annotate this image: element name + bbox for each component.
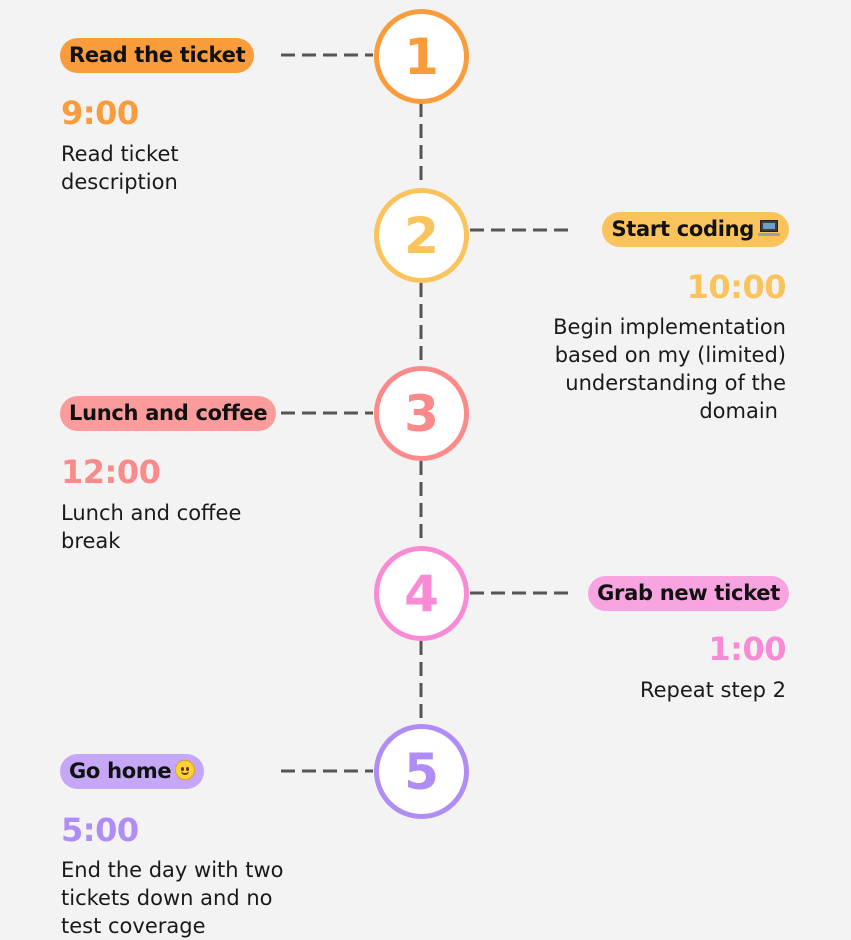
step-2-description-line: domain <box>699 399 778 423</box>
step-4-circle: 4 <box>374 546 469 641</box>
step-1-description-line: description <box>61 170 178 194</box>
step-5-title-pill: Go home <box>60 754 205 789</box>
step-2-description-line: understanding of the <box>565 371 786 395</box>
step-4-title: Grab new ticket <box>597 581 780 605</box>
smiley-icon <box>175 760 196 780</box>
step-3-title-pill: Lunch and coffee <box>60 396 277 431</box>
step-2-description-line: Begin implementation <box>553 315 786 339</box>
step-5-description: End the day with two tickets down and no… <box>61 856 284 940</box>
step-5-description-line: End the day with two <box>61 858 284 882</box>
step-4-time: 1:00 <box>708 630 786 668</box>
step-5-title: Go home <box>69 759 172 783</box>
step-4-description-line: Repeat step 2 <box>639 678 786 702</box>
step-5-time: 5:00 <box>61 811 139 849</box>
step-1-description: Read ticket description <box>61 140 179 196</box>
step-3-number: 3 <box>404 384 439 443</box>
step-5-number: 5 <box>404 742 439 801</box>
step-1-number: 1 <box>404 27 439 86</box>
step-2-number: 2 <box>404 206 439 265</box>
step-1-title-pill: Read the ticket <box>60 38 255 73</box>
step-3-description-line: Lunch and coffee <box>61 501 242 525</box>
laptop-icon <box>758 220 780 236</box>
step-4-number: 4 <box>404 564 439 623</box>
step-2-description: Begin implementation based on my (limite… <box>553 313 786 425</box>
step-2-title: Start coding <box>611 217 754 241</box>
step-3-circle: 3 <box>374 366 469 461</box>
step-2-description-line: based on my (limited) <box>554 343 786 367</box>
step-5-description-line: test coverage <box>61 914 206 938</box>
step-2-time: 10:00 <box>686 268 787 306</box>
step-4-title-pill: Grab new ticket <box>588 576 789 611</box>
step-3-description: Lunch and coffee break <box>61 499 241 555</box>
step-4-description: Repeat step 2 <box>640 676 786 704</box>
step-1-description-line: Read ticket <box>61 142 179 166</box>
step-3-description-line: break <box>61 529 121 553</box>
step-2-circle: 2 <box>374 188 469 283</box>
step-2-title-pill: Start coding <box>602 212 789 247</box>
step-1-title: Read the ticket <box>69 43 246 67</box>
step-1-time: 9:00 <box>61 94 139 132</box>
step-5-circle: 5 <box>374 724 469 819</box>
step-1-circle: 1 <box>374 9 469 104</box>
step-3-title: Lunch and coffee <box>69 401 268 425</box>
step-3-time: 12:00 <box>61 453 161 491</box>
step-5-description-line: tickets down and no <box>61 886 273 910</box>
